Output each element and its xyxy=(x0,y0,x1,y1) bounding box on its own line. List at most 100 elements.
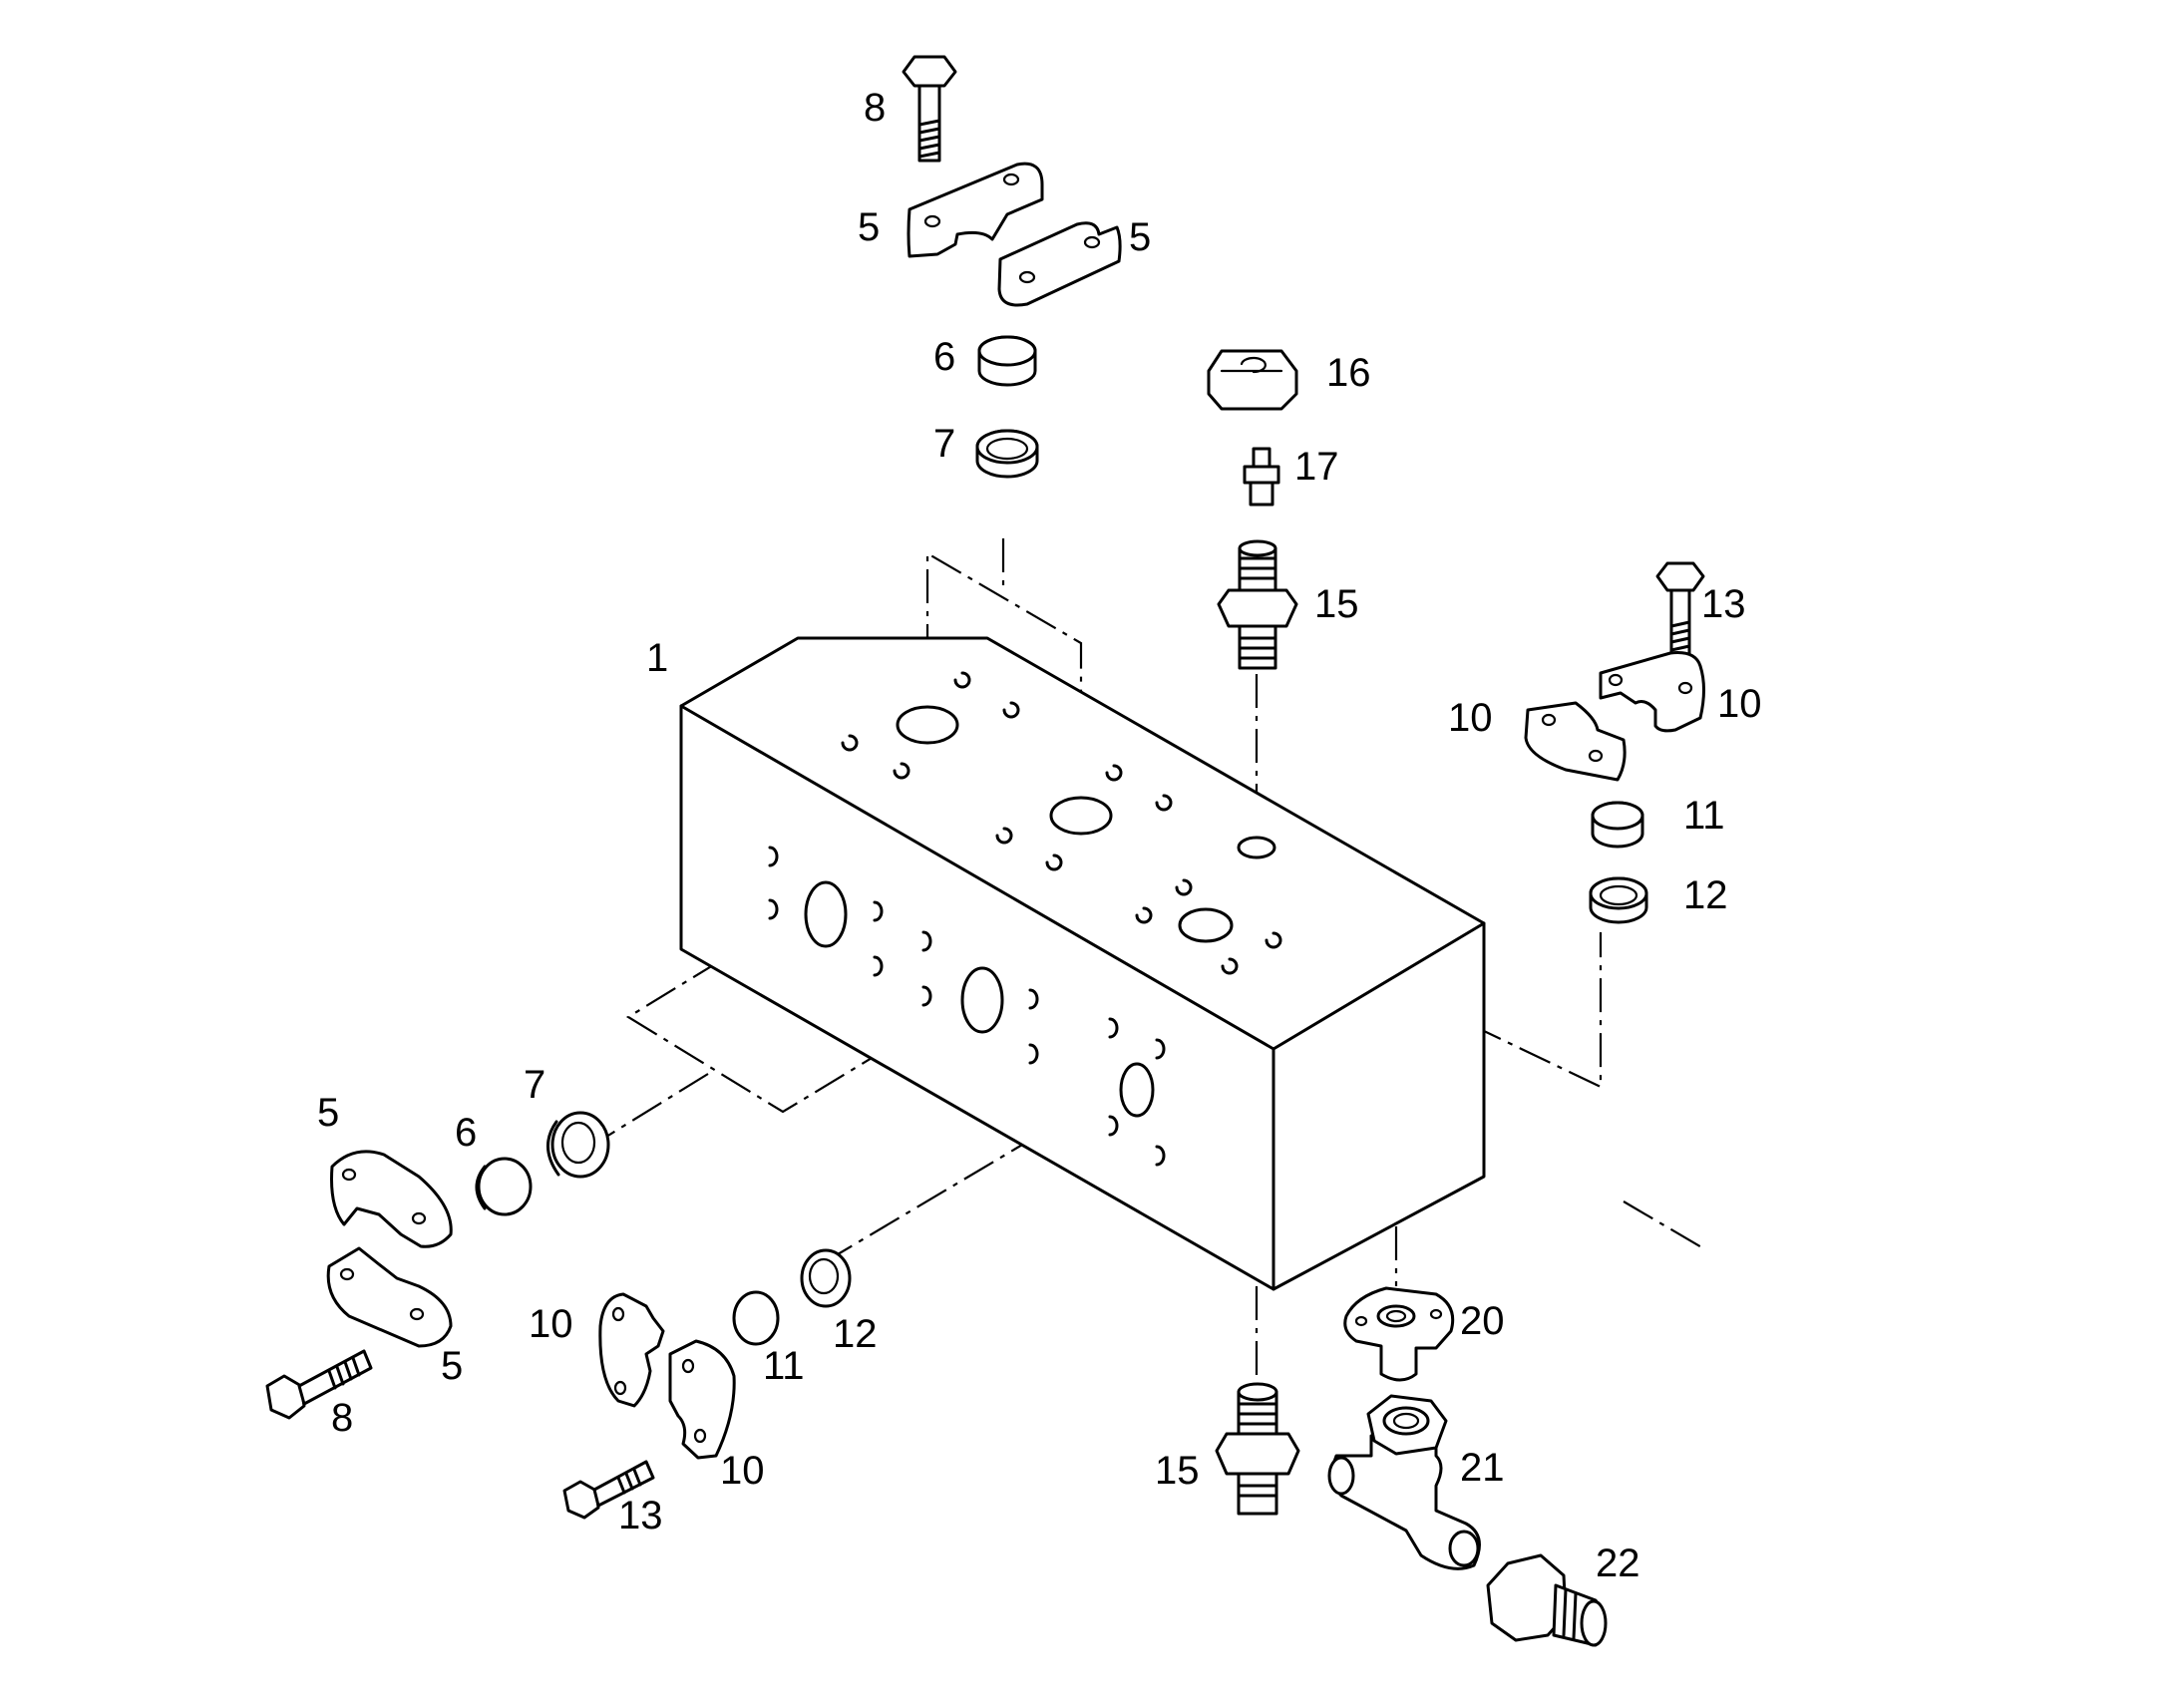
callout-11: 11 xyxy=(763,1344,805,1388)
fitting-hex xyxy=(1215,1432,1300,1476)
callout-6: 6 xyxy=(933,335,956,379)
tee-inlet xyxy=(1327,1456,1355,1496)
callout-20: 20 xyxy=(1460,1299,1505,1343)
bolt-hole xyxy=(1108,1017,1119,1039)
hex-nut-icon xyxy=(1207,349,1298,411)
fitting-thread-bottom xyxy=(1237,1472,1278,1516)
bolt-hole xyxy=(921,985,932,1007)
callout-8: 8 xyxy=(331,1396,354,1440)
callout-12: 12 xyxy=(1683,873,1728,917)
bolt-hole xyxy=(1028,1043,1039,1065)
nut-body xyxy=(1207,349,1298,411)
bolt-hole xyxy=(1265,931,1282,949)
callout-7: 7 xyxy=(933,422,956,466)
split-flange-icon xyxy=(330,1150,453,1248)
flange-hole xyxy=(923,214,941,228)
bolt-icon xyxy=(902,55,957,163)
flange-hole xyxy=(1429,1308,1443,1320)
callout-5: 5 xyxy=(317,1091,340,1135)
fitting-hex xyxy=(1217,588,1298,628)
plug-top xyxy=(1591,801,1644,831)
split-flange-icon xyxy=(668,1339,736,1460)
seal-ring-icon xyxy=(1589,876,1648,924)
bolt-hole xyxy=(953,671,971,689)
bolt-icon xyxy=(265,1349,373,1420)
bolt-hole xyxy=(893,762,910,780)
bolt-hole xyxy=(873,900,884,922)
threaded-adapter-icon xyxy=(1486,1553,1608,1647)
flange-half xyxy=(598,1292,665,1408)
split-flange-icon xyxy=(1524,701,1627,782)
nut-hole xyxy=(1240,356,1267,374)
callout-16: 16 xyxy=(1326,351,1371,395)
fitting-top xyxy=(1237,1382,1278,1402)
callout-5: 5 xyxy=(1129,215,1152,259)
callout-1: 1 xyxy=(646,636,669,680)
bolt-hole xyxy=(1135,906,1153,924)
flange-hole xyxy=(339,1267,355,1281)
plug-icon xyxy=(1591,801,1644,849)
bolt-head xyxy=(265,1374,306,1420)
flange-half xyxy=(330,1150,453,1248)
flange-hole xyxy=(1083,235,1101,249)
flange-hole xyxy=(693,1428,707,1444)
plug-icon xyxy=(732,1290,780,1346)
plug-face xyxy=(732,1290,780,1346)
nipple-icon xyxy=(1243,447,1280,507)
tee-bore-inner xyxy=(1392,1412,1420,1430)
bolt-hole xyxy=(1105,764,1123,782)
seal-ring-icon xyxy=(546,1111,610,1179)
flange-hole xyxy=(611,1306,625,1322)
split-flange-icon xyxy=(997,221,1122,307)
bolt-hole xyxy=(1002,701,1020,719)
plug-face xyxy=(477,1157,533,1216)
valve-block-body xyxy=(679,636,1486,1291)
front-port xyxy=(804,880,848,948)
bolt-head xyxy=(902,55,957,88)
callout-5: 5 xyxy=(858,205,881,249)
seal-ring-icon xyxy=(975,429,1039,479)
seal-ring-icon xyxy=(800,1248,852,1308)
plug-top xyxy=(977,335,1037,367)
ring-bore xyxy=(1599,884,1638,906)
flange-hole xyxy=(1608,673,1624,687)
tee-outlet xyxy=(1448,1530,1480,1567)
split-flange-icon xyxy=(598,1292,665,1408)
adapter-inner xyxy=(1385,1309,1407,1323)
front-port xyxy=(1119,1062,1155,1118)
nipple-hex xyxy=(1243,465,1280,485)
bolt-shank xyxy=(297,1349,373,1406)
flange-half xyxy=(1599,651,1705,733)
front-port xyxy=(960,966,1004,1034)
bolt-hole xyxy=(1155,794,1173,812)
callout-13: 13 xyxy=(618,1494,663,1537)
bolt-hole xyxy=(873,955,884,977)
leader-adapter-22 xyxy=(1623,1200,1704,1249)
bolt-hole xyxy=(768,898,779,920)
port-hole xyxy=(1237,836,1276,859)
flange-hole xyxy=(613,1380,627,1396)
ring-bore xyxy=(985,437,1029,461)
ring-edge xyxy=(546,1120,560,1177)
bolt-hole xyxy=(1045,854,1063,871)
callout-13: 13 xyxy=(1701,582,1746,626)
flange-hole xyxy=(681,1358,695,1374)
bolt-icon xyxy=(1655,561,1705,660)
flange-hole xyxy=(1018,270,1036,284)
flange-hole xyxy=(409,1307,425,1321)
callout-10: 10 xyxy=(720,1449,765,1493)
bolt-head xyxy=(562,1480,600,1520)
callout-12: 12 xyxy=(833,1312,878,1356)
ring-bore xyxy=(808,1257,840,1295)
callout-10: 10 xyxy=(1717,682,1762,726)
port-hole xyxy=(1049,796,1113,836)
plug-edge xyxy=(475,1165,487,1210)
callout-8: 8 xyxy=(864,86,887,130)
port-hole xyxy=(1178,907,1234,943)
bolt-hole xyxy=(1108,1115,1119,1137)
flange-hole xyxy=(1588,749,1604,763)
bolt-hole xyxy=(1155,1038,1166,1060)
callout-11: 11 xyxy=(1683,794,1725,838)
leader-left-seal xyxy=(605,1073,709,1138)
plug-icon xyxy=(977,335,1037,387)
